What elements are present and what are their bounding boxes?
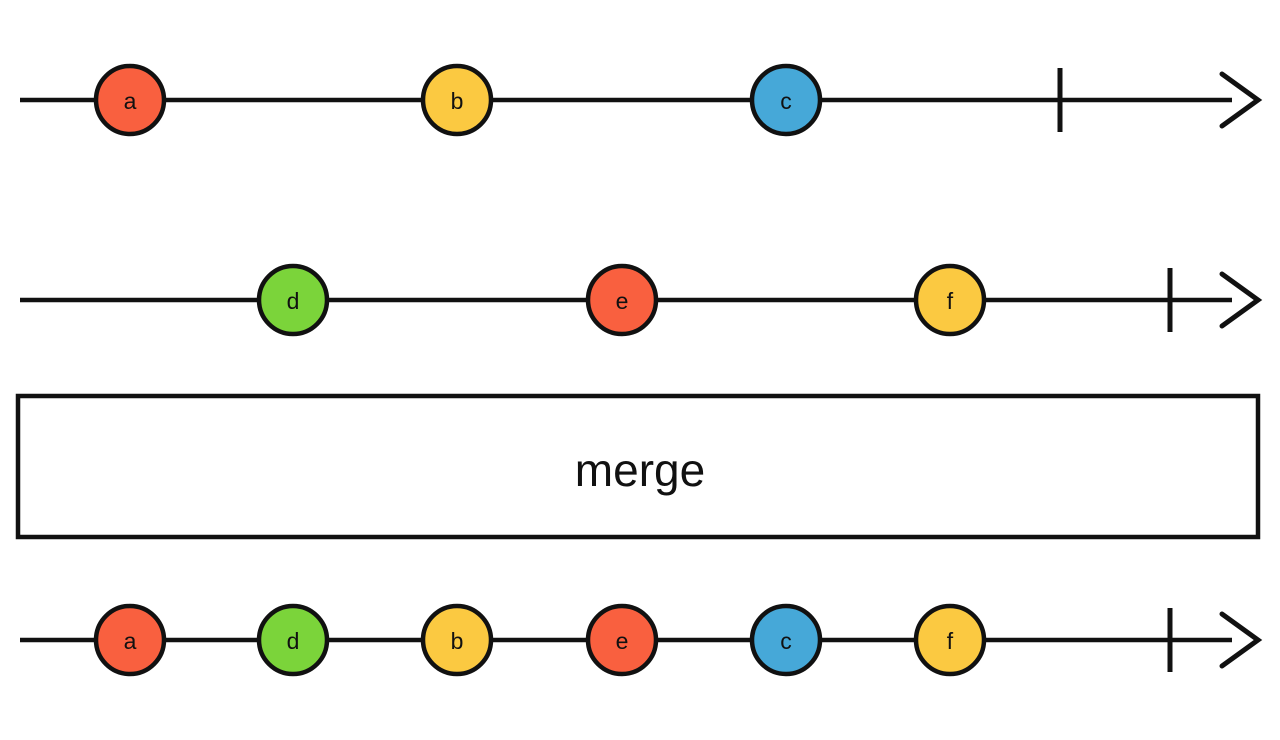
merge-box-label: merge <box>575 444 705 496</box>
commit-node-c[interactable]: c <box>749 603 823 677</box>
commit-node-d[interactable]: d <box>256 263 330 337</box>
commit-node-c[interactable]: c <box>749 63 823 137</box>
commit-node-b[interactable]: b <box>420 603 494 677</box>
commit-node-circle[interactable] <box>420 603 494 677</box>
commit-node-circle[interactable] <box>585 263 659 337</box>
input-timeline-bottom: d e f <box>20 263 1263 337</box>
commit-node-b[interactable]: b <box>420 63 494 137</box>
timeline-arrow-head <box>1219 271 1263 329</box>
commit-node-circle[interactable] <box>749 603 823 677</box>
merge-box-outline[interactable] <box>15 393 1261 540</box>
commit-node-a[interactable]: a <box>93 63 167 137</box>
commit-node-circle[interactable] <box>913 263 987 337</box>
commit-node-circle[interactable] <box>749 63 823 137</box>
commit-node-a[interactable]: a <box>93 603 167 677</box>
timeline-arrow-head <box>1219 71 1263 129</box>
commit-node-circle[interactable] <box>585 603 659 677</box>
commit-node-circle[interactable] <box>256 263 330 337</box>
commit-node-f[interactable]: f <box>913 263 987 337</box>
commit-node-circle[interactable] <box>420 63 494 137</box>
commit-node-circle[interactable] <box>913 603 987 677</box>
timeline-arrow-head <box>1219 611 1263 669</box>
commit-node-circle[interactable] <box>93 603 167 677</box>
commit-node-circle[interactable] <box>93 63 167 137</box>
commit-node-e[interactable]: e <box>585 603 659 677</box>
commit-node-circle[interactable] <box>256 603 330 677</box>
input-timeline-top: a b c <box>20 63 1263 137</box>
commit-node-d[interactable]: d <box>256 603 330 677</box>
commit-node-f[interactable]: f <box>913 603 987 677</box>
merge-operation-box[interactable]: merge <box>15 393 1261 540</box>
commit-node-e[interactable]: e <box>585 263 659 337</box>
